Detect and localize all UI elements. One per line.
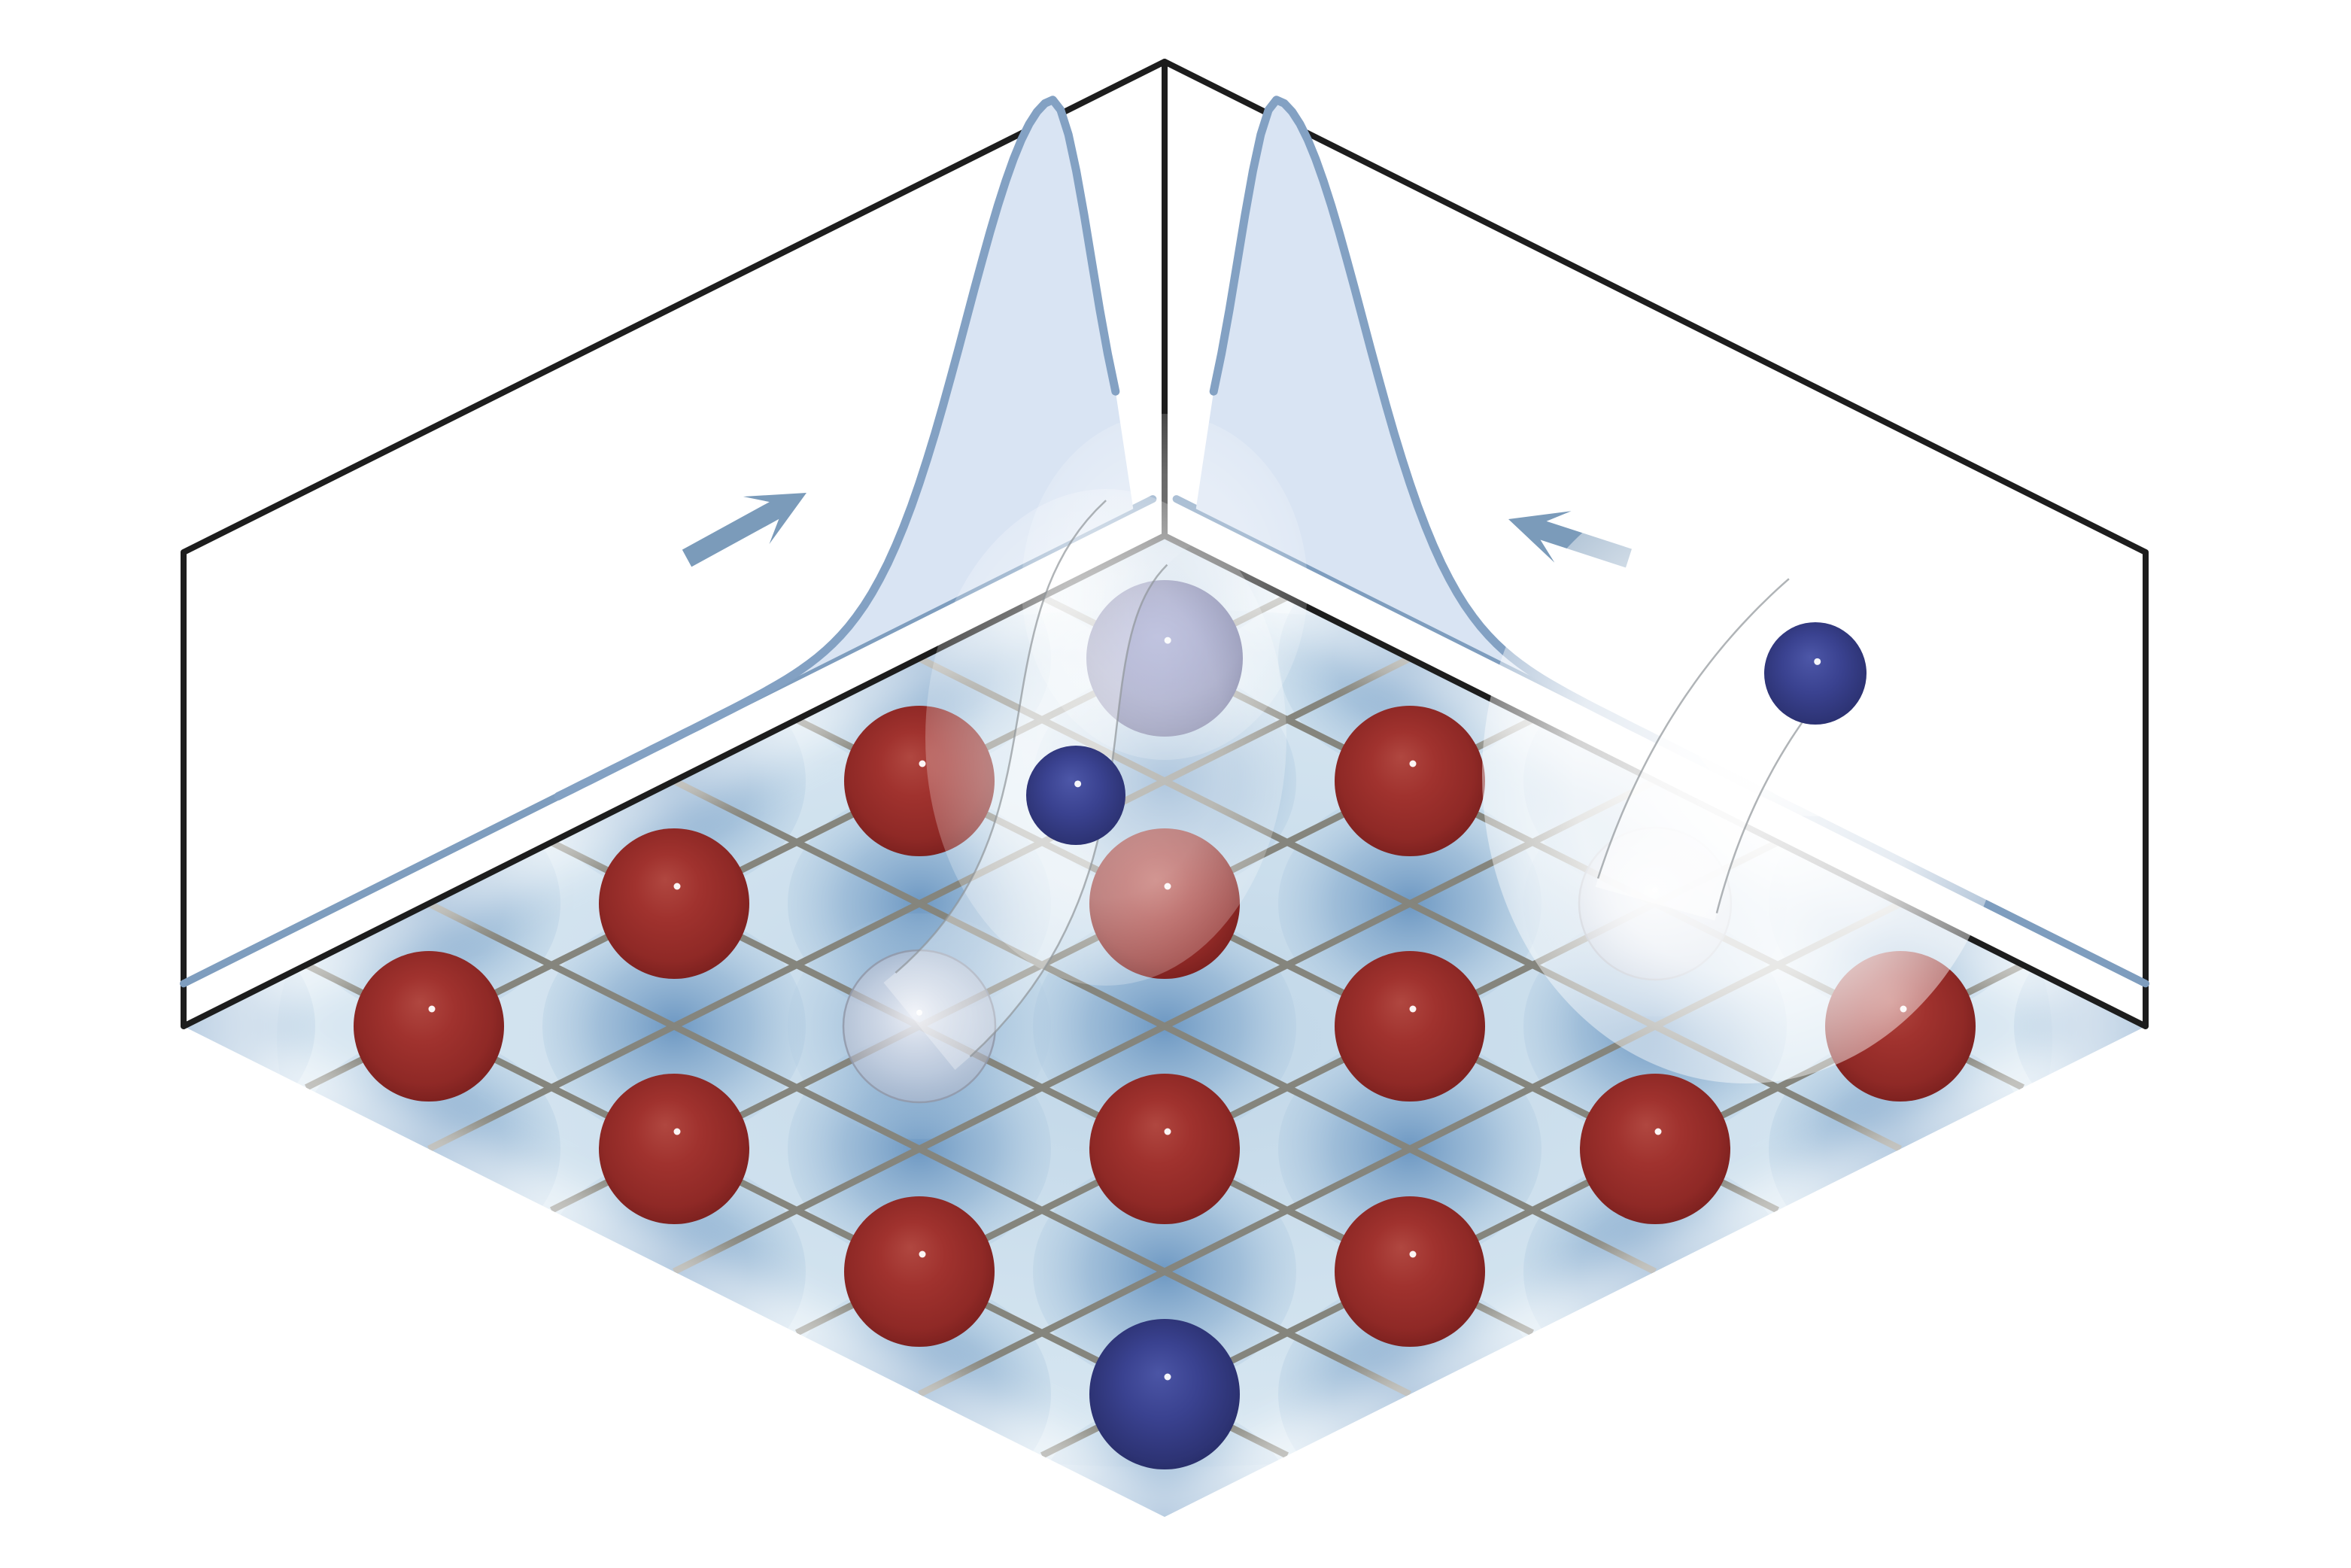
specular-dot xyxy=(673,883,681,890)
red-atom xyxy=(354,951,504,1102)
red-atom-body xyxy=(1089,1074,1240,1224)
red-atom xyxy=(599,1074,749,1224)
red-atom-body xyxy=(354,951,504,1102)
red-atom-body xyxy=(599,1074,749,1224)
specular-dot xyxy=(428,1005,436,1013)
specular-dot xyxy=(1409,760,1417,767)
specular-dot xyxy=(919,760,926,767)
hop-trajectory-edge xyxy=(895,500,1107,974)
specular-dot xyxy=(1164,1373,1171,1381)
red-atom-body xyxy=(1335,1196,1485,1347)
ejected-impurity-body xyxy=(1764,622,1867,725)
hop-trajectory-edge xyxy=(969,564,1168,1058)
specular-dot xyxy=(1814,658,1821,665)
ejection-trajectory-edge xyxy=(1596,578,1790,879)
red-atom xyxy=(1089,1074,1240,1224)
specular-dot xyxy=(1074,780,1082,788)
specular-dot xyxy=(1164,1128,1171,1135)
ejected-impurity xyxy=(1764,622,1867,725)
red-atom xyxy=(1580,1074,1730,1224)
red-atom-body xyxy=(1335,706,1485,856)
grid-line xyxy=(427,900,1412,1398)
left-transport-arrow-icon xyxy=(682,493,806,567)
red-atom xyxy=(1335,951,1485,1102)
hopping-impurity-body xyxy=(1026,746,1125,845)
right-density-profile-fill xyxy=(1195,99,1773,798)
red-atom xyxy=(1335,1196,1485,1347)
red-atom-body xyxy=(1335,951,1485,1102)
red-atom xyxy=(1335,706,1485,856)
blue-impurity-atom xyxy=(1089,1319,1240,1469)
hopping-impurity xyxy=(1026,746,1125,845)
red-atom-body xyxy=(844,1196,995,1347)
specular-dot xyxy=(1409,1005,1417,1013)
specular-dot xyxy=(1654,1128,1662,1135)
grid-line xyxy=(672,777,1657,1275)
red-atom-body xyxy=(1580,1074,1730,1224)
left-density-profile-curve xyxy=(554,96,1120,801)
red-atom-body xyxy=(599,828,749,979)
specular-dot xyxy=(673,1128,681,1135)
specular-dot xyxy=(919,1250,926,1258)
left-density-profile-fill xyxy=(556,99,1134,798)
specular-dot xyxy=(1409,1250,1417,1258)
flying-atoms-layer xyxy=(1026,622,1867,845)
red-atom xyxy=(844,1196,995,1347)
red-atom xyxy=(599,828,749,979)
blue-impurity-atom-body xyxy=(1089,1319,1240,1469)
